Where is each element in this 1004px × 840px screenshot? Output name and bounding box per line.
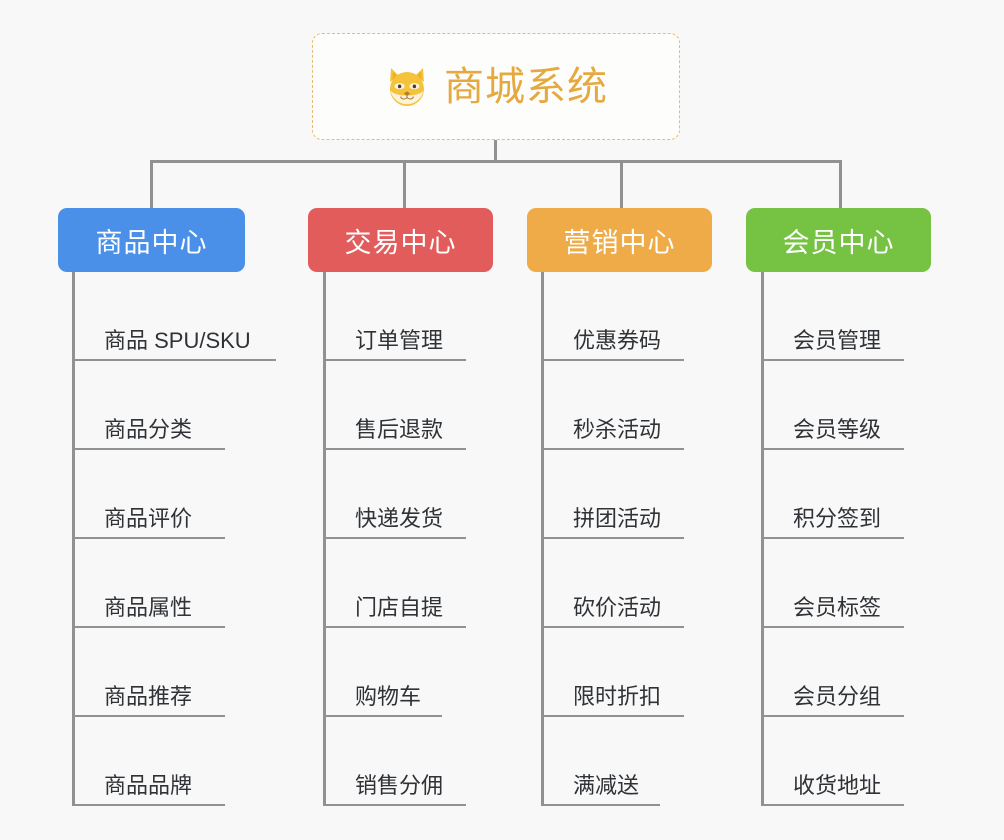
leaf-item[interactable]: 购物车 bbox=[323, 628, 443, 717]
leaf-item[interactable]: 会员分组 bbox=[761, 628, 904, 717]
leaf-item[interactable]: 商品评价 bbox=[72, 450, 251, 539]
connector-horizontal-bus bbox=[150, 160, 840, 163]
leaf-item[interactable]: 拼团活动 bbox=[541, 450, 684, 539]
leaf-underline bbox=[762, 715, 904, 717]
connector-root-stem bbox=[494, 140, 497, 162]
leaf-item[interactable]: 收货地址 bbox=[761, 717, 904, 806]
connector-drop-2 bbox=[403, 160, 406, 208]
category-box-1[interactable]: 商品中心 bbox=[58, 208, 245, 272]
leaf-label: 会员管理 bbox=[793, 328, 882, 353]
leaf-spine bbox=[72, 272, 75, 806]
connector-drop-3 bbox=[620, 160, 623, 208]
leaf-item[interactable]: 优惠券码 bbox=[541, 272, 684, 361]
leaf-item[interactable]: 积分签到 bbox=[761, 450, 904, 539]
root-node[interactable]: 商城系统 bbox=[312, 33, 680, 140]
leaf-label: 会员分组 bbox=[793, 684, 882, 709]
leaf-label: 会员标签 bbox=[793, 595, 882, 620]
leaf-label: 限时折扣 bbox=[573, 684, 662, 709]
leaf-underline bbox=[324, 448, 466, 450]
leaf-underline bbox=[324, 359, 466, 361]
category-label: 会员中心 bbox=[782, 227, 895, 258]
leaf-item[interactable]: 砍价活动 bbox=[541, 539, 684, 628]
leaf-underline bbox=[762, 448, 904, 450]
leaf-label: 满减送 bbox=[573, 773, 640, 798]
leaf-item[interactable]: 商品品牌 bbox=[72, 717, 251, 806]
leaf-spine bbox=[541, 272, 544, 806]
leaf-item[interactable]: 商品分类 bbox=[72, 361, 251, 450]
leaf-label: 会员等级 bbox=[793, 417, 882, 442]
leaf-label: 商品品牌 bbox=[104, 773, 193, 798]
leaf-label: 优惠券码 bbox=[573, 328, 662, 353]
leaf-label: 秒杀活动 bbox=[573, 417, 662, 442]
leaf-column-1: 商品 SPU/SKU 商品分类商品评价商品属性商品推荐商品品牌 bbox=[72, 272, 276, 806]
leaf-underline bbox=[324, 626, 466, 628]
leaf-underline bbox=[762, 804, 904, 806]
category-label: 营销中心 bbox=[563, 227, 676, 258]
leaf-label: 商品属性 bbox=[104, 595, 193, 620]
leaf-item[interactable]: 秒杀活动 bbox=[541, 361, 684, 450]
leaf-item[interactable]: 满减送 bbox=[541, 717, 661, 806]
leaf-column-4: 会员管理会员等级积分签到会员标签会员分组收货地址 bbox=[761, 272, 904, 806]
leaf-label: 购物车 bbox=[355, 684, 422, 709]
leaf-item[interactable]: 限时折扣 bbox=[541, 628, 684, 717]
leaf-underline bbox=[542, 448, 684, 450]
leaf-underline bbox=[73, 715, 225, 717]
connector-drop-4 bbox=[839, 160, 842, 208]
category-box-3[interactable]: 营销中心 bbox=[527, 208, 712, 272]
leaf-label: 商品 SPU/SKU bbox=[104, 328, 251, 353]
leaf-item[interactable]: 会员标签 bbox=[761, 539, 904, 628]
leaf-column-3: 优惠券码秒杀活动拼团活动砍价活动限时折扣满减送 bbox=[541, 272, 684, 806]
leaf-item[interactable]: 售后退款 bbox=[323, 361, 466, 450]
leaf-underline bbox=[762, 359, 904, 361]
leaf-label: 销售分佣 bbox=[355, 773, 444, 798]
leaf-label: 商品评价 bbox=[104, 506, 193, 531]
leaf-item[interactable]: 门店自提 bbox=[323, 539, 466, 628]
leaf-label: 快递发货 bbox=[355, 506, 444, 531]
leaf-column-2: 订单管理售后退款快递发货门店自提购物车销售分佣 bbox=[323, 272, 466, 806]
leaf-item[interactable]: 会员等级 bbox=[761, 361, 904, 450]
leaf-underline bbox=[762, 626, 904, 628]
leaf-underline bbox=[542, 359, 684, 361]
leaf-item[interactable]: 销售分佣 bbox=[323, 717, 466, 806]
leaf-label: 收货地址 bbox=[793, 773, 882, 798]
category-box-2[interactable]: 交易中心 bbox=[308, 208, 493, 272]
leaf-spine bbox=[761, 272, 764, 806]
root-title: 商城系统 bbox=[444, 64, 608, 109]
leaf-underline bbox=[73, 626, 225, 628]
leaf-label: 积分签到 bbox=[793, 506, 882, 531]
category-label: 商品中心 bbox=[95, 227, 208, 258]
leaf-underline bbox=[762, 537, 904, 539]
leaf-underline bbox=[542, 626, 684, 628]
leaf-underline bbox=[73, 448, 225, 450]
leaf-underline bbox=[324, 715, 442, 717]
category-label: 交易中心 bbox=[344, 227, 457, 258]
leaf-item[interactable]: 快递发货 bbox=[323, 450, 466, 539]
leaf-underline bbox=[73, 537, 225, 539]
leaf-underline bbox=[73, 359, 276, 361]
leaf-underline bbox=[324, 804, 466, 806]
category-box-4[interactable]: 会员中心 bbox=[746, 208, 931, 272]
leaf-item[interactable]: 订单管理 bbox=[323, 272, 466, 361]
leaf-label: 订单管理 bbox=[355, 328, 444, 353]
leaf-item[interactable]: 会员管理 bbox=[761, 272, 904, 361]
leaf-label: 商品分类 bbox=[104, 417, 193, 442]
shiba-dog-icon bbox=[384, 64, 430, 110]
leaf-underline bbox=[542, 804, 660, 806]
leaf-label: 商品推荐 bbox=[104, 684, 193, 709]
leaf-underline bbox=[324, 537, 466, 539]
leaf-label: 售后退款 bbox=[355, 417, 444, 442]
leaf-label: 砍价活动 bbox=[573, 595, 662, 620]
leaf-label: 门店自提 bbox=[355, 595, 444, 620]
leaf-label: 拼团活动 bbox=[573, 506, 662, 531]
connector-drop-1 bbox=[150, 160, 153, 208]
leaf-underline bbox=[73, 804, 225, 806]
leaf-item[interactable]: 商品推荐 bbox=[72, 628, 251, 717]
leaf-item[interactable]: 商品属性 bbox=[72, 539, 251, 628]
leaf-spine bbox=[323, 272, 326, 806]
leaf-underline bbox=[542, 537, 684, 539]
leaf-underline bbox=[542, 715, 684, 717]
leaf-item[interactable]: 商品 SPU/SKU bbox=[72, 272, 276, 361]
